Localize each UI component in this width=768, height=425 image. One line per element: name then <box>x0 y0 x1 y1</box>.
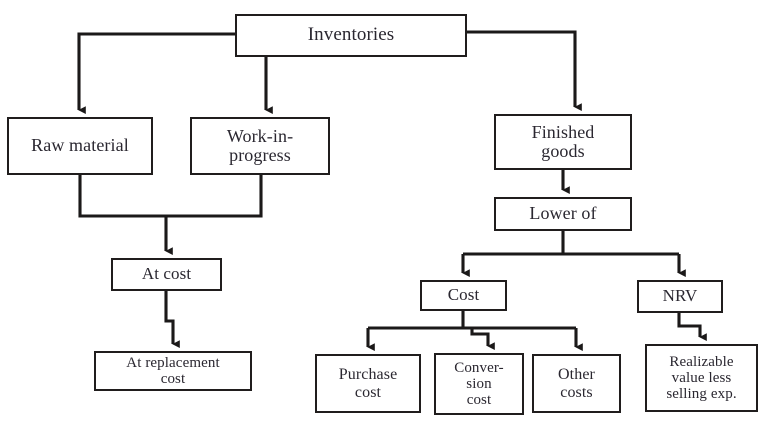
node-label: Work-in- progress <box>226 125 294 165</box>
node-other-costs[interactable]: Other costs <box>532 354 621 413</box>
node-cost[interactable]: Cost <box>420 280 507 311</box>
node-label: Purchase cost <box>338 366 398 401</box>
node-label: Realizable value less selling exp. <box>666 353 737 403</box>
node-at-cost[interactable]: At cost <box>111 258 222 291</box>
node-inventories[interactable]: Inventories <box>235 14 467 57</box>
node-label: At replacement cost <box>126 354 220 387</box>
edge-inventories-to-raw <box>77 32 235 115</box>
node-raw-material[interactable]: Raw material <box>7 117 153 175</box>
node-label: Inventories <box>307 24 395 46</box>
edge-bus-to-conversion <box>470 328 495 351</box>
node-label: At cost <box>141 264 192 284</box>
node-label: Lower of <box>529 203 597 224</box>
node-realizable-value-less-selling-exp[interactable]: Realizable value less selling exp. <box>645 344 758 412</box>
node-purchase-cost[interactable]: Purchase cost <box>315 354 421 413</box>
node-at-replacement-cost[interactable]: At replacement cost <box>94 351 252 391</box>
node-nrv[interactable]: NRV <box>637 280 723 313</box>
edge-atcost-to-atreplacement <box>164 291 180 349</box>
node-label: NRV <box>662 286 698 306</box>
node-lower-of[interactable]: Lower of <box>494 197 632 231</box>
edge-nrv-to-realizable <box>677 313 707 342</box>
node-label: Conver- sion cost <box>454 359 504 409</box>
edge-inventories-to-finished <box>467 30 582 112</box>
node-label: Other costs <box>558 366 595 401</box>
node-label: Finished goods <box>531 121 595 161</box>
node-conversion-cost[interactable]: Conver- sion cost <box>434 353 524 415</box>
edge-raw-to-merge <box>78 175 263 218</box>
node-finished-goods[interactable]: Finished goods <box>494 114 632 170</box>
node-label: Raw material <box>31 135 129 156</box>
node-label: Cost <box>447 285 480 305</box>
node-work-in-progress[interactable]: Work-in- progress <box>190 117 330 175</box>
